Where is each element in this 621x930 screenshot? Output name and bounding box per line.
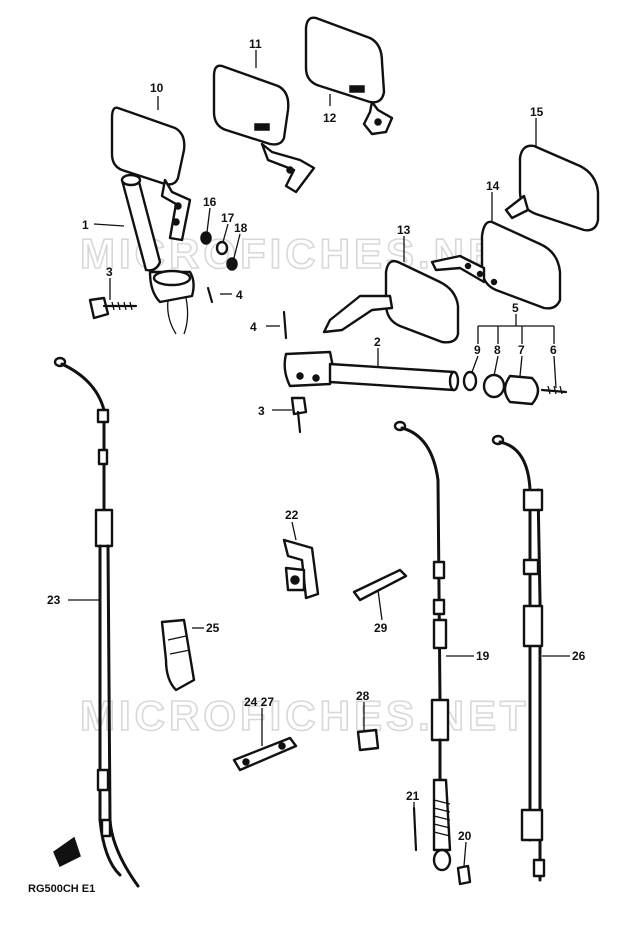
callout-24-27: 24 27 (244, 695, 274, 709)
callout-16: 16 (203, 195, 217, 209)
bolt-3-lower (290, 396, 308, 434)
callout-18: 18 (234, 221, 248, 235)
callout-7: 7 (518, 343, 525, 357)
diagram-code: RG500CH E1 (28, 883, 95, 895)
callout-13: 13 (397, 223, 411, 237)
callout-26: 26 (572, 649, 586, 663)
handlebar-right-2 (283, 350, 460, 392)
callout-2: 2 (374, 335, 381, 349)
callout-3-upper: 3 (106, 265, 113, 279)
callout-11: 11 (249, 37, 262, 51)
bar-end-set-5 (462, 370, 568, 406)
callout-23: 23 (47, 593, 61, 607)
callout-17: 17 (221, 211, 235, 225)
bolt-21 (412, 806, 418, 852)
callout-labels: 10 11 12 1 3 16 17 18 4 4 13 14 15 2 3 5… (47, 37, 586, 843)
brake-cable-26 (491, 434, 546, 882)
mirror-11 (212, 64, 316, 194)
callout-22: 22 (285, 508, 299, 522)
callout-12: 12 (323, 111, 337, 125)
clamp-24-27 (232, 736, 298, 772)
mirror-14 (430, 220, 562, 310)
callout-29: 29 (374, 621, 388, 635)
clip-28 (356, 728, 380, 752)
callout-5: 5 (512, 301, 519, 315)
washers-16-17-18 (200, 231, 238, 271)
mirror-13 (322, 259, 460, 344)
handlebar-left-1 (120, 173, 195, 335)
callout-3-lower: 3 (258, 404, 265, 418)
callout-10: 10 (150, 81, 164, 95)
callout-14: 14 (486, 179, 500, 193)
callout-20: 20 (458, 829, 472, 843)
bolt-3-upper (88, 296, 138, 320)
callout-28: 28 (356, 689, 370, 703)
clutch-cable-19 (393, 420, 452, 872)
callout-9: 9 (474, 343, 481, 357)
callout-8: 8 (494, 343, 501, 357)
pin-4-upper (206, 286, 214, 304)
mirror-12 (304, 16, 394, 136)
pin-4-lower (282, 310, 288, 340)
bracket-22 (282, 538, 320, 600)
clamp-29 (352, 568, 408, 602)
nut-20 (456, 864, 472, 886)
callout-15: 15 (530, 105, 544, 119)
callout-4-upper: 4 (236, 288, 243, 302)
callout-4-lower: 4 (250, 320, 257, 334)
callout-6: 6 (550, 343, 557, 357)
throttle-cable-23 (53, 356, 140, 888)
callout-25: 25 (206, 621, 220, 635)
mirror-15 (504, 144, 600, 232)
callout-21: 21 (406, 789, 420, 803)
holder-25 (160, 618, 196, 692)
callout-19: 19 (476, 649, 490, 663)
watermark-bottom: MICROFICHES.NET (80, 692, 530, 739)
callout-1: 1 (82, 218, 89, 232)
mirror-10 (110, 106, 192, 242)
leader-lines (68, 50, 570, 867)
cable-end-piece (53, 836, 81, 868)
